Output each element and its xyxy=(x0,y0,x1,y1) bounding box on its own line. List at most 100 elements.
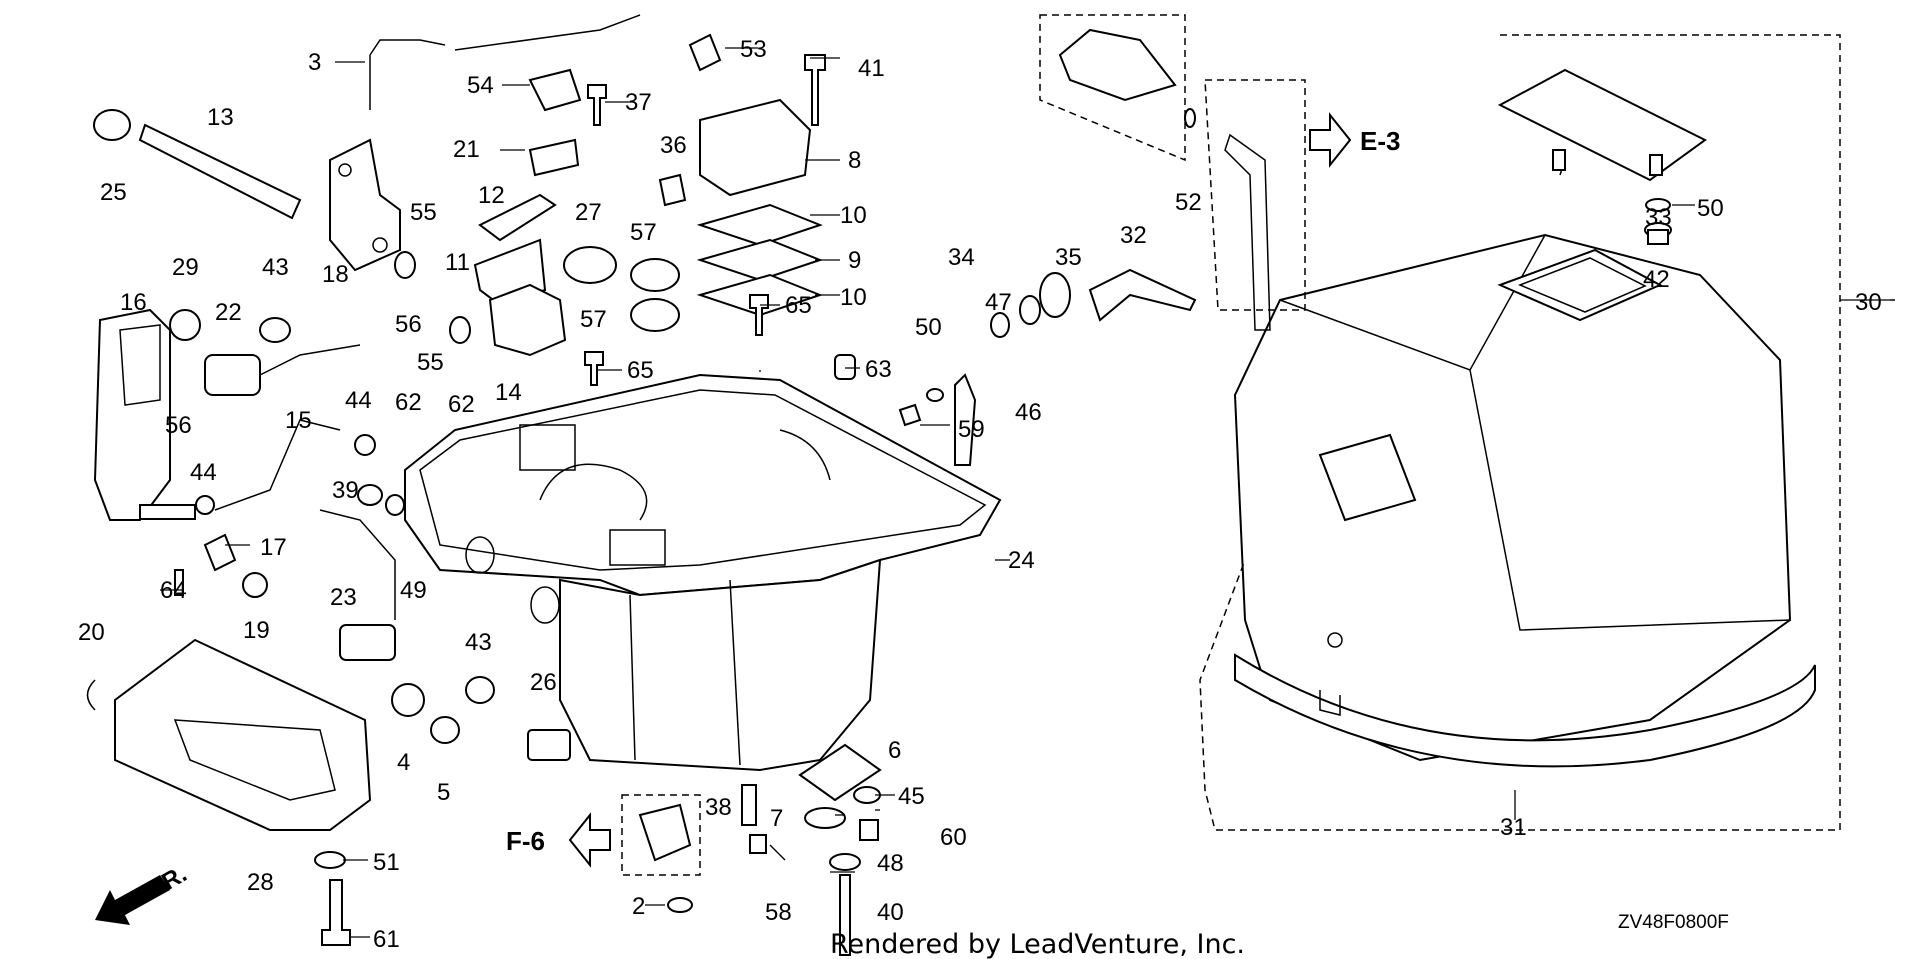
pin-52-drawing xyxy=(1184,108,1196,128)
bolt-41-drawing xyxy=(804,54,826,126)
collar-63-drawing xyxy=(834,354,856,380)
callout: 24 xyxy=(1008,547,1035,574)
cover-group-frame xyxy=(1199,34,1841,831)
callout: 45 xyxy=(898,783,925,810)
cover-8-drawing xyxy=(699,98,812,197)
tray-28-drawing xyxy=(114,638,372,831)
callout: 16 xyxy=(120,289,147,316)
bolt-65a-drawing xyxy=(749,294,769,336)
collar-58-drawing xyxy=(749,834,767,854)
seal-57b-drawing xyxy=(630,298,680,332)
bolt-38-drawing xyxy=(741,784,757,826)
callout: 51 xyxy=(373,849,400,876)
callout: 36 xyxy=(660,132,687,159)
washer-62b-drawing xyxy=(449,316,471,344)
callout: 28 xyxy=(247,869,274,896)
grommet-29-drawing xyxy=(169,309,201,341)
callout: 29 xyxy=(172,254,199,281)
drawing-code: ZV48F0800F xyxy=(1618,912,1729,933)
washer-48-drawing xyxy=(829,853,861,871)
washer-50-drawing xyxy=(1645,198,1671,212)
callout: 13 xyxy=(207,104,234,131)
callout: 65 xyxy=(785,292,812,319)
gasket-9-drawing xyxy=(696,238,823,282)
seal-57a-drawing xyxy=(630,258,680,292)
callout: 56 xyxy=(395,311,422,338)
callout: 30 xyxy=(1855,289,1882,316)
callout: 59 xyxy=(958,416,985,443)
grommet-19-drawing xyxy=(242,572,268,598)
callout: 60 xyxy=(940,824,967,851)
switch-22-drawing xyxy=(204,344,361,396)
callouts: 2 3 4 5 6 7 8 9 10 10 11 12 13 14 15 16 … xyxy=(78,36,1882,953)
washer-50b-drawing xyxy=(926,388,944,402)
nut-43a-drawing xyxy=(259,317,291,343)
callout: 22 xyxy=(215,299,242,326)
callout: 62 xyxy=(395,389,422,416)
throttle-rod-drawing xyxy=(93,109,302,220)
lid-drawing xyxy=(1497,68,1707,182)
callout: 65 xyxy=(627,357,654,384)
callout: 32 xyxy=(1120,222,1147,249)
tiller-handle-drawing xyxy=(93,308,196,521)
callout: 43 xyxy=(262,254,289,281)
callout: 4 xyxy=(397,749,410,776)
callout: 57 xyxy=(580,306,607,333)
callout: 6 xyxy=(888,737,901,764)
callout: 57 xyxy=(630,219,657,246)
f6-group-drawing xyxy=(621,794,701,876)
callout: 10 xyxy=(840,202,867,229)
callout: 33 xyxy=(1645,204,1672,231)
callout: 47 xyxy=(985,289,1012,316)
callout: 5 xyxy=(437,779,450,806)
callout: 10 xyxy=(840,284,867,311)
callout: 55 xyxy=(410,199,437,226)
bolt-61-drawing xyxy=(321,879,351,946)
e3-reference-label: E-3 xyxy=(1360,126,1400,156)
callout: 46 xyxy=(1015,399,1042,426)
lower-case-drawing xyxy=(404,373,1002,772)
bolt-59-drawing xyxy=(898,403,922,427)
grommet-5-drawing xyxy=(430,716,460,744)
gasket-6-drawing xyxy=(798,743,882,802)
cap-36-drawing xyxy=(658,173,687,207)
nut-43b-drawing xyxy=(465,676,495,704)
leader-lines xyxy=(160,47,1895,938)
callout: 55 xyxy=(417,349,444,376)
callout: 18 xyxy=(322,261,349,288)
pin-64-drawing xyxy=(174,569,184,596)
sensor-23-drawing xyxy=(319,509,396,661)
e3-group-drawing xyxy=(1039,14,1306,331)
callout: 7 xyxy=(770,805,783,832)
callout: 8 xyxy=(848,147,861,174)
rendered-by-credit: Rendered by LeadVenture, Inc. xyxy=(830,929,1245,959)
callout: 11 xyxy=(445,249,470,276)
grip-14-drawing xyxy=(488,283,567,357)
clip-20-drawing xyxy=(86,679,96,711)
lever-12-drawing xyxy=(478,193,557,242)
tube-15-drawing xyxy=(214,419,341,511)
clamp-54-drawing xyxy=(528,68,582,112)
front-direction-arrow xyxy=(95,875,170,925)
callout: 15 xyxy=(285,407,312,434)
callout: 40 xyxy=(877,899,904,926)
callout: 27 xyxy=(575,199,602,226)
callout: 48 xyxy=(877,850,904,877)
callout: 61 xyxy=(373,926,400,953)
callout: 50 xyxy=(915,314,942,341)
f6-arrow-icon xyxy=(568,812,611,868)
callout: 35 xyxy=(1055,244,1082,271)
callout: 44 xyxy=(190,459,217,486)
knob-4-drawing xyxy=(391,683,425,717)
callout: 44 xyxy=(345,387,372,414)
callout: 62 xyxy=(448,391,475,418)
washer-47-drawing xyxy=(990,312,1010,338)
washer-7-drawing xyxy=(804,807,846,829)
callout: 9 xyxy=(848,247,861,274)
gasket-10a-drawing xyxy=(696,203,823,247)
washer-46-drawing xyxy=(1019,295,1041,325)
clamp-21-drawing xyxy=(528,138,580,177)
washer-49-drawing xyxy=(385,494,405,516)
callout: 52 xyxy=(1175,189,1202,216)
